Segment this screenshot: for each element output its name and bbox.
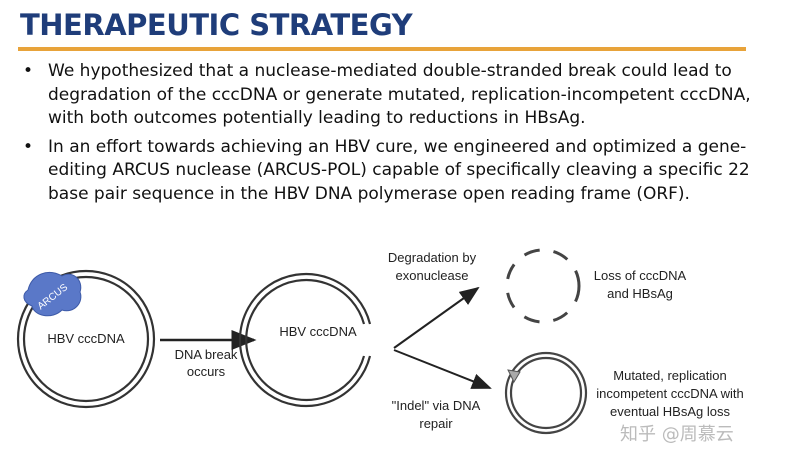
loss-label-2: and HBsAg <box>607 286 673 301</box>
bullet-list: • We hypothesized that a nuclease-mediat… <box>18 60 758 211</box>
degradation-label-1: Degradation by <box>388 250 477 265</box>
loss-label-1: Loss of cccDNA <box>594 268 687 283</box>
bullet-text: We hypothesized that a nuclease-mediated… <box>48 61 751 128</box>
bullet-item: • In an effort towards achieving an HBV … <box>18 136 758 207</box>
hbv-cccdna-cut: HBV cccDNA <box>238 272 372 408</box>
mutated-cccdna <box>504 351 588 435</box>
break-label-2: occurs <box>187 364 226 379</box>
indel-label-1: "Indel" via DNA <box>392 398 481 413</box>
mutated-label-1: Mutated, replication <box>613 368 726 383</box>
bullet-text: In an effort towards achieving an HBV cu… <box>48 136 750 204</box>
mutated-label-2: incompetent cccDNA with <box>596 386 743 401</box>
watermark: 知乎 @周慕云 <box>620 424 734 445</box>
hbv-cccdna-left: HBV cccDNA <box>16 269 156 409</box>
indel-label-2: repair <box>419 416 453 431</box>
break-label-1: DNA break <box>175 347 238 362</box>
dna-break-arrow: DNA break occurs <box>160 330 257 379</box>
hbv-mid-label: HBV cccDNA <box>279 324 357 339</box>
arcus-nuclease: ARCUS <box>23 272 82 317</box>
branch-arrows <box>393 286 492 389</box>
title-divider <box>18 47 746 51</box>
degradation-label-2: exonuclease <box>396 268 469 283</box>
mechanism-diagram: HBV cccDNA ARCUS DNA break occurs HBV cc… <box>16 248 744 435</box>
mutated-label-3: eventual HBsAg loss <box>610 404 730 419</box>
bullet-item: • We hypothesized that a nuclease-mediat… <box>18 60 758 131</box>
bullet-dot-icon: • <box>22 136 34 157</box>
degraded-cccdna <box>505 248 581 324</box>
hbv-left-label: HBV cccDNA <box>47 331 125 346</box>
bullet-dot-icon: • <box>22 61 34 81</box>
indel-mark-icon <box>507 369 521 384</box>
page-title: THERAPEUTIC STRATEGY <box>20 8 413 42</box>
